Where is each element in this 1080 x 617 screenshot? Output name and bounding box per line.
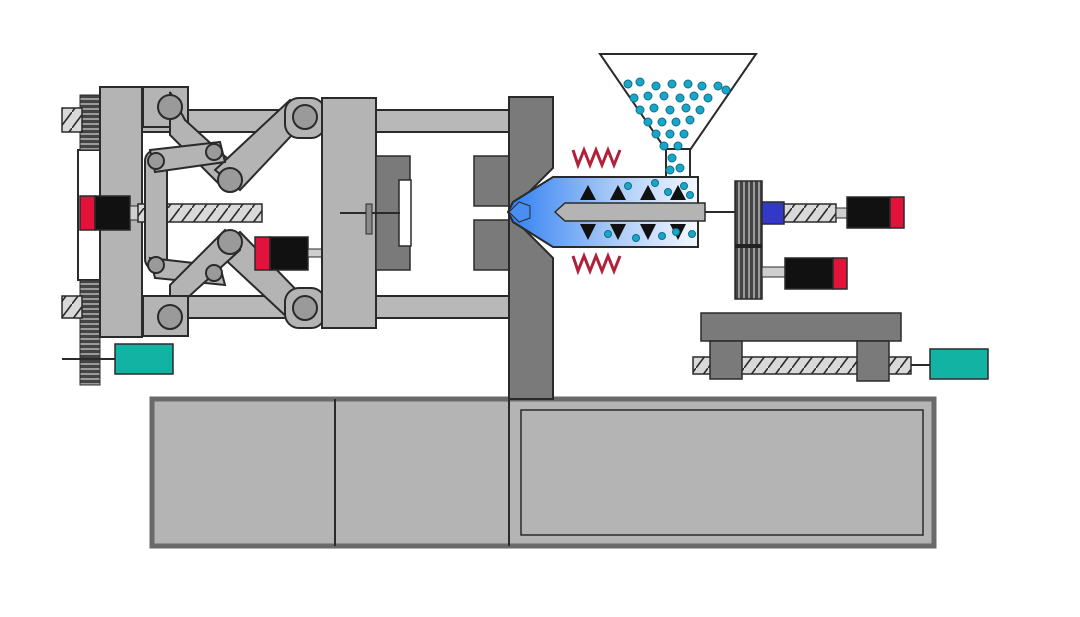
pellet <box>697 81 707 91</box>
carriage <box>692 312 932 382</box>
pellet <box>643 117 653 127</box>
pellet <box>665 129 675 139</box>
base-frame <box>149 396 937 549</box>
nozzle <box>508 201 531 223</box>
pellet <box>721 85 731 95</box>
hopper-with-pellets <box>598 53 758 178</box>
pellet <box>659 141 669 151</box>
pellet <box>657 117 667 127</box>
pellet <box>685 115 695 125</box>
pellet <box>665 105 675 115</box>
pellet <box>681 103 691 113</box>
clamp-motor <box>62 343 174 375</box>
carriage-motor <box>929 348 989 380</box>
pellet <box>689 91 699 101</box>
pellet <box>635 77 645 87</box>
drive-gear <box>734 180 763 300</box>
pellet <box>675 93 685 103</box>
pellet <box>623 79 633 89</box>
mold-halves <box>340 155 511 271</box>
pellet <box>649 103 659 113</box>
pellet <box>683 79 693 89</box>
pellet <box>679 129 689 139</box>
pellet <box>713 81 723 91</box>
injection-cylinder-upper <box>761 196 905 229</box>
injection-cylinder-lower <box>761 257 848 290</box>
toggle-clamp-linkage <box>142 86 326 337</box>
pellet <box>703 93 713 103</box>
fixed-platen <box>508 96 554 400</box>
pellet <box>673 141 683 151</box>
pellet <box>651 81 661 91</box>
pellet <box>635 105 645 115</box>
pellet <box>651 129 661 139</box>
screw <box>553 179 735 242</box>
clamp-cylinder <box>79 195 263 231</box>
pellet <box>643 91 653 101</box>
pellet <box>675 163 685 173</box>
pellet <box>695 105 705 115</box>
rear-platen <box>61 86 143 386</box>
pellet <box>667 79 677 89</box>
pellet <box>667 153 677 163</box>
pellet <box>671 117 681 127</box>
pellet <box>659 91 669 101</box>
pellet <box>665 165 675 175</box>
pellet <box>629 93 639 103</box>
heater-bands <box>571 145 622 276</box>
